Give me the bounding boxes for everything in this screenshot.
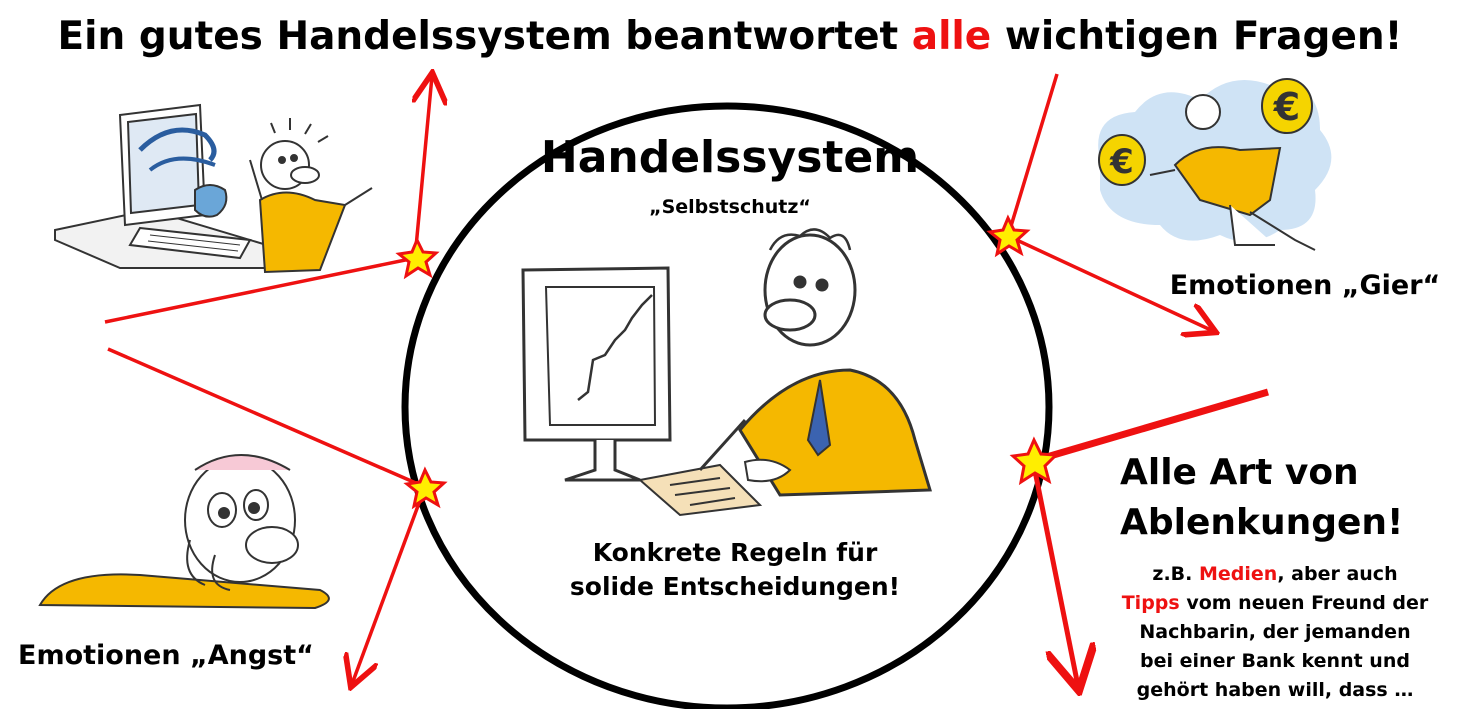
distraction-line-3: Nachbarin, der jemanden xyxy=(1139,621,1411,643)
distraction-tips: Tipps xyxy=(1121,592,1180,614)
distraction-text: z.B. Medien, aber auch Tipps vom neuen F… xyxy=(1105,560,1445,705)
arrow-lower-left-down xyxy=(352,486,427,684)
system-circle xyxy=(401,102,1053,709)
arrow-upper-left-up xyxy=(415,76,432,259)
panicked-man-illustration xyxy=(249,118,373,274)
star-icon xyxy=(986,214,1031,258)
distraction-line-1: z.B. Medien, aber auch xyxy=(1105,560,1445,589)
distraction-after-media: , aber auch xyxy=(1277,563,1398,585)
heading-highlight: alle xyxy=(911,14,992,59)
arrow-upper-right-out xyxy=(1007,234,1213,331)
arrow-upper-left-in xyxy=(104,256,416,324)
fear-label: Emotionen „Angst“ xyxy=(18,640,314,671)
arrow-lower-left-in xyxy=(107,347,426,489)
star-icon xyxy=(395,236,440,280)
svg-text:€: € xyxy=(1273,85,1300,129)
arrow-upper-right-in xyxy=(1006,73,1059,237)
system-rules: Konkrete Regeln für solide Entscheidunge… xyxy=(540,536,930,604)
greed-man-illustration: € € xyxy=(1098,78,1332,251)
svg-text:€: € xyxy=(1109,142,1134,182)
chart-line-icon xyxy=(577,294,653,401)
distraction-line-5: gehört haben will, dass … xyxy=(1136,679,1414,701)
distraction-after-tips: vom neuen Freund der xyxy=(1179,592,1429,614)
star-icon xyxy=(403,466,448,510)
greed-label: Emotionen „Gier“ xyxy=(1169,270,1441,301)
arrow-lower-right-down xyxy=(1030,460,1078,686)
distraction-title: Alle Art von Ablenkungen! xyxy=(1120,448,1440,548)
distraction-line-2: Tipps vom neuen Freund der xyxy=(1105,589,1445,618)
fear-man-illustration xyxy=(38,454,330,610)
distraction-media: Medien xyxy=(1199,563,1278,585)
arrow-lower-right-in xyxy=(1032,388,1269,465)
rules-line-1: Konkrete Regeln für xyxy=(592,538,878,567)
distraction-line-4: bei einer Bank kennt und xyxy=(1140,650,1410,672)
impact-stars xyxy=(395,214,1060,510)
heading-part2: wichtigen Fragen! xyxy=(1004,14,1403,59)
star-icon xyxy=(1009,436,1060,486)
trader-illustration xyxy=(521,228,932,517)
system-title: Handelssystem xyxy=(540,132,920,183)
distraction-title-line2: Ablenkungen! xyxy=(1120,502,1404,543)
main-heading: Ein gutes Handelssystem beantwortet alle… xyxy=(0,14,1460,59)
system-subtitle: „Selbstschutz“ xyxy=(649,196,811,218)
crash-computer-illustration xyxy=(54,103,301,269)
heading-part1: Ein gutes Handelssystem beantwortet xyxy=(57,14,899,59)
distraction-title-line1: Alle Art von xyxy=(1120,452,1359,493)
arrows xyxy=(104,73,1269,686)
rules-line-2: solide Entscheidungen! xyxy=(569,572,901,601)
distraction-prefix: z.B. xyxy=(1152,563,1199,585)
